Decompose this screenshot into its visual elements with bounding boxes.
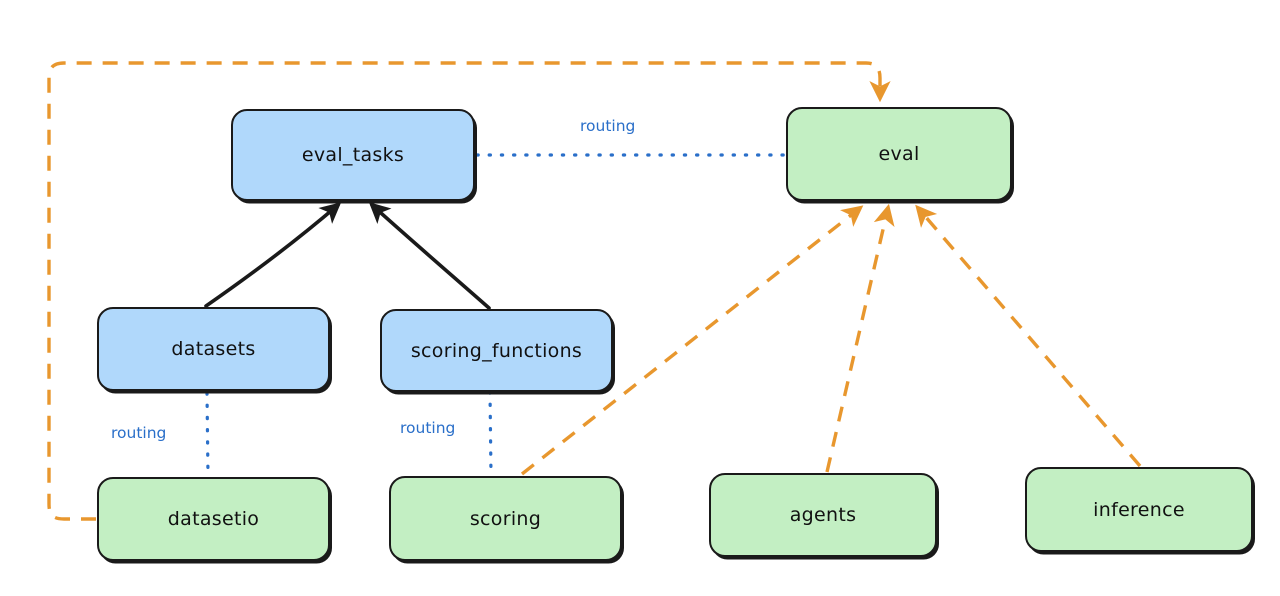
node-eval[interactable]: eval	[786, 107, 1012, 201]
node-label-datasetio: datasetio	[167, 508, 260, 530]
node-agents[interactable]: agents	[709, 473, 937, 557]
node-label-datasets: datasets	[171, 338, 256, 360]
edge-label-routing-eval-tasks: routing	[580, 117, 636, 135]
node-label-inference: inference	[1093, 498, 1185, 521]
node-scoring[interactable]: scoring	[389, 476, 622, 561]
edge-scoring-functions-to-eval-tasks	[368, 202, 491, 310]
edge-scoring-to-eval	[520, 205, 864, 476]
node-datasets[interactable]: datasets	[97, 307, 330, 391]
edge-label-routing-scoring-functions: routing	[400, 419, 456, 437]
node-scoring-functions[interactable]: scoring_functions	[380, 309, 613, 392]
node-label-agents: agents	[789, 504, 857, 526]
node-datasetio[interactable]: datasetio	[97, 477, 330, 561]
node-label-scoring: scoring	[469, 507, 542, 530]
edge-label-routing-datasets: routing	[111, 424, 167, 442]
edge-datasets-to-eval-tasks	[204, 202, 342, 308]
edge-routing-datasets-to-datasetio	[205, 391, 210, 478]
edge-agents-to-eval	[825, 203, 895, 473]
edge-routing-scoring-functions-to-scoring	[488, 390, 493, 477]
node-label-scoring-functions: scoring_functions	[410, 339, 583, 362]
node-label-eval-tasks: eval_tasks	[301, 144, 405, 166]
node-label-eval: eval	[878, 143, 920, 165]
node-inference[interactable]: inference	[1025, 467, 1253, 552]
edge-datasetio-to-eval	[47, 61, 891, 521]
edge-inference-to-eval	[915, 204, 1142, 468]
node-eval-tasks[interactable]: eval_tasks	[231, 109, 475, 201]
